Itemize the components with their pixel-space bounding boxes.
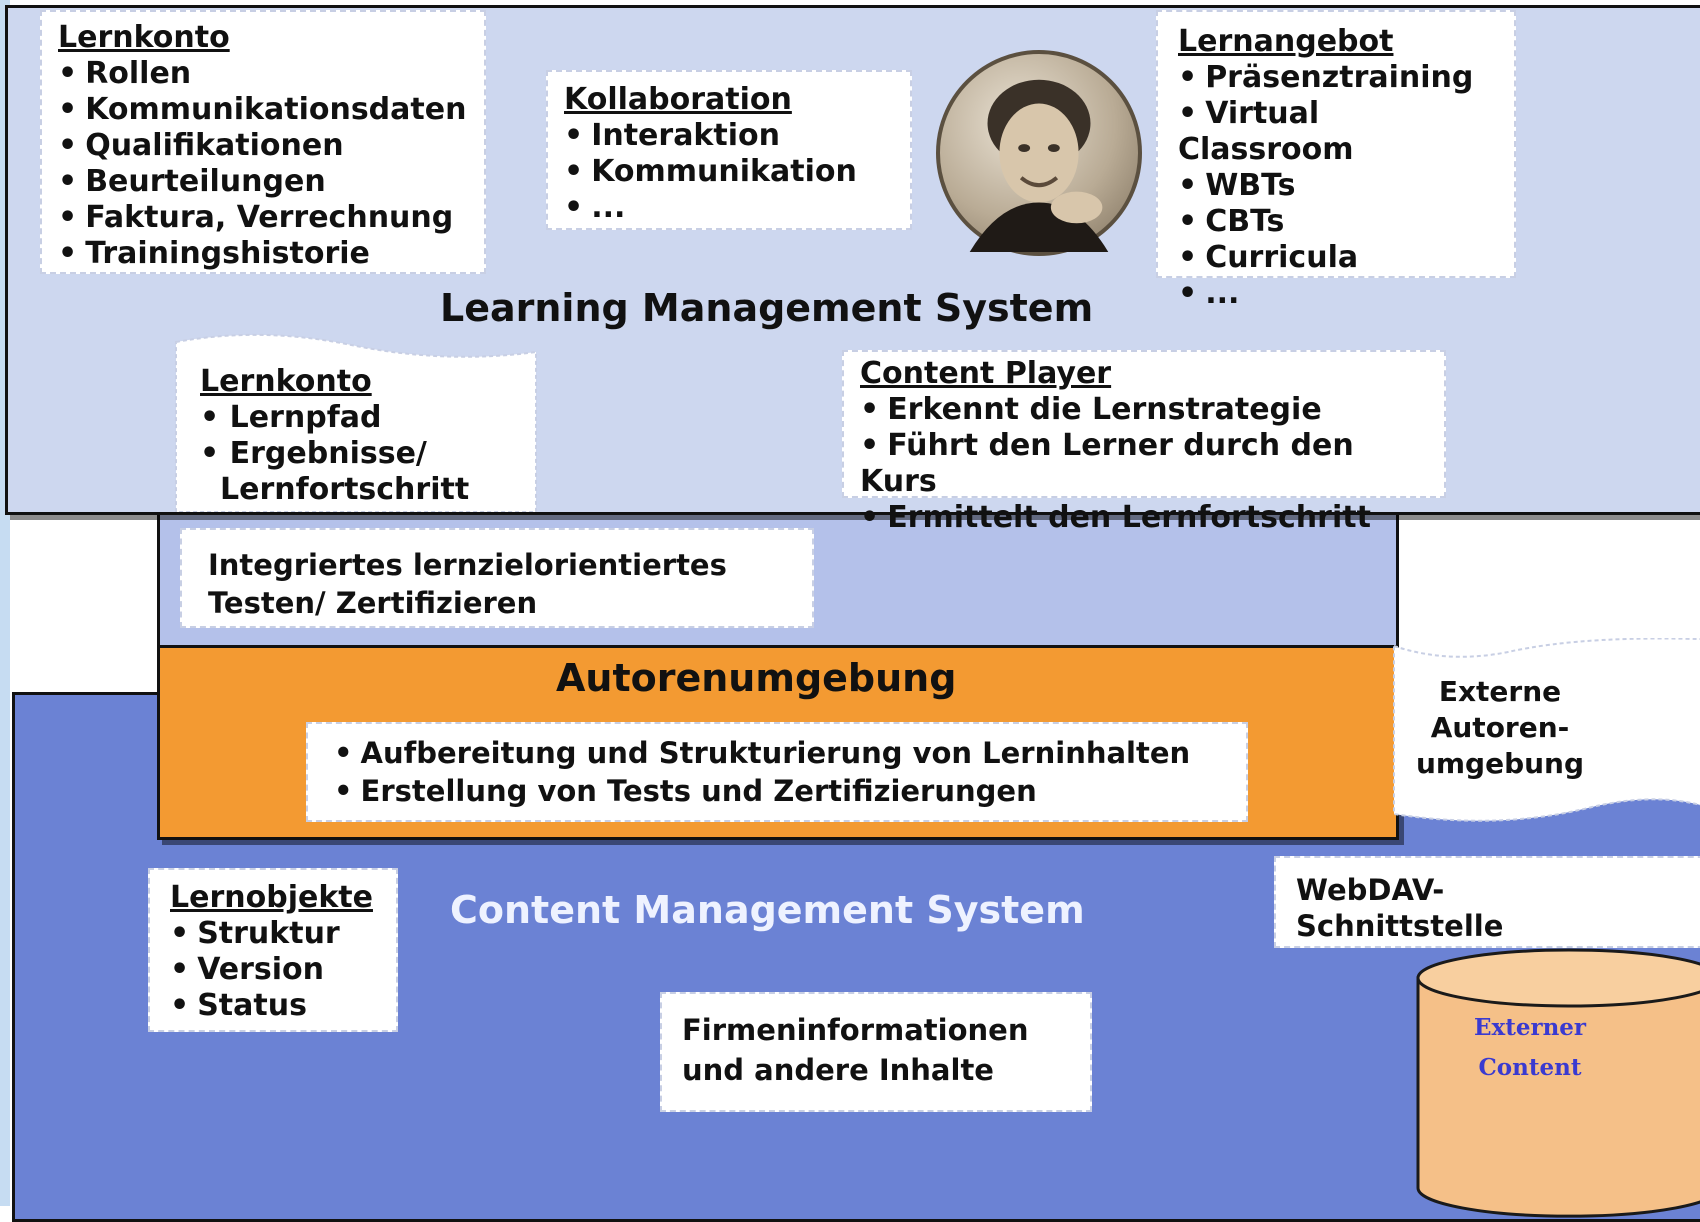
list-item: • Lernpfad — [200, 400, 382, 435]
testing-line-1: Integriertes lernzielorientiertes — [208, 548, 727, 582]
lms-title: Learning Management System — [440, 286, 1094, 330]
list-item: Trainingshistorie — [58, 236, 468, 272]
list-item: Kommunikation — [564, 154, 894, 190]
lernobjekte-box: Lernobjekte Struktur Version Status — [148, 868, 398, 1032]
webdav-line-2: Schnittstelle — [1296, 909, 1504, 943]
list-item: Struktur — [170, 916, 396, 952]
list-item: Interaktion — [564, 118, 894, 154]
lernangebot-heading: Lernangebot — [1178, 24, 1394, 59]
testing-line-2: Testen/ Zertifizieren — [208, 586, 538, 620]
content-player-list: Erkennt die Lernstrategie Führt den Lern… — [860, 392, 1428, 536]
testing-box: Integriertes lernzielorientiertes Testen… — [180, 528, 814, 628]
lernkonto-bottom-content: Lernkonto • Lernpfad • Ergebnisse/ Lernf… — [200, 364, 469, 508]
lernkonto-bottom-heading: Lernkonto — [200, 364, 372, 399]
firmeninformationen-box: Firmeninformationen und andere Inhalte — [660, 992, 1092, 1112]
list-item: Erstellung von Tests und Zertifizierunge… — [334, 772, 1246, 810]
list-item: Curricula — [1178, 240, 1498, 276]
list-item: Führt den Lerner durch den Kurs — [860, 428, 1428, 500]
externer-content-line-1: Externer — [1473, 1014, 1587, 1041]
list-item: Qualifikationen — [58, 128, 468, 164]
content-player-heading: Content Player — [860, 356, 1112, 391]
content-player-box: Content Player Erkennt die Lernstrategie… — [842, 350, 1446, 535]
list-item: ... — [564, 190, 894, 226]
lernkonto-box: Lernkonto Rollen Kommunikationsdaten Qua… — [40, 10, 486, 274]
document-shape — [175, 333, 537, 512]
list-item: Aufbereitung und Strukturierung von Lern… — [334, 734, 1246, 772]
externe-autoren-line-2: Autoren- — [1430, 711, 1570, 744]
list-item: ... — [1178, 276, 1498, 312]
webdav-line-1: WebDAV- — [1296, 873, 1445, 907]
list-item: Präsenztraining — [1178, 60, 1498, 96]
list-item: Erkennt die Lernstrategie — [860, 392, 1428, 428]
portrait-photo — [936, 50, 1142, 256]
externe-autoren-line-1: Externe — [1438, 675, 1562, 708]
list-item: Beurteilungen — [58, 164, 468, 200]
list-item-continuation: Lernfortschritt — [220, 472, 470, 507]
kollaboration-list: Interaktion Kommunikation ... — [564, 118, 894, 226]
kollaboration-heading: Kollaboration — [564, 82, 792, 117]
externer-content-label: Externer Content — [1430, 1008, 1630, 1088]
list-item: Rollen — [58, 56, 468, 92]
externe-autoren-text: Externe Autoren- umgebung — [1380, 674, 1620, 782]
webdav-box: WebDAV- Schnittstelle — [1274, 856, 1700, 948]
externer-content-line-2: Content — [1478, 1054, 1582, 1081]
list-item: Ermittelt den Lernfortschritt — [860, 500, 1428, 536]
lernobjekte-list: Struktur Version Status — [170, 916, 396, 1024]
autoren-tasks-box: Aufbereitung und Strukturierung von Lern… — [306, 722, 1248, 822]
list-item: • Ergebnisse/ — [200, 436, 427, 471]
left-edge-strip — [0, 0, 10, 1206]
list-item: WBTs — [1178, 168, 1498, 204]
lernangebot-list: Präsenztraining Virtual Classroom WBTs C… — [1178, 60, 1498, 312]
list-item: Virtual Classroom — [1178, 96, 1498, 168]
kollaboration-box: Kollaboration Interaktion Kommunikation … — [546, 70, 912, 230]
lernkonto-document: Lernkonto • Lernpfad • Ergebnisse/ Lernf… — [174, 332, 538, 512]
man-portrait-icon — [969, 79, 1109, 252]
list-item: Status — [170, 988, 396, 1024]
autoren-list: Aufbereitung und Strukturierung von Lern… — [334, 734, 1246, 810]
lernobjekte-heading: Lernobjekte — [170, 880, 373, 915]
firmen-line-2: und andere Inhalte — [682, 1053, 994, 1087]
cms-title: Content Management System — [450, 888, 1085, 932]
lernangebot-box: Lernangebot Präsenztraining Virtual Clas… — [1156, 10, 1516, 311]
externe-autoren-line-3: umgebung — [1415, 747, 1585, 780]
firmen-line-1: Firmeninformationen — [682, 1013, 1029, 1047]
lernkonto-heading: Lernkonto — [58, 20, 230, 55]
externe-autoren-document — [1393, 638, 1700, 822]
autorenumgebung-title: Autorenumgebung — [556, 656, 957, 700]
list-item: CBTs — [1178, 204, 1498, 240]
list-item: Kommunikationsdaten — [58, 92, 468, 128]
list-item: Version — [170, 952, 396, 988]
lernkonto-list: Rollen Kommunikationsdaten Qualifikation… — [58, 56, 468, 272]
list-item: Faktura, Verrechnung — [58, 200, 468, 236]
